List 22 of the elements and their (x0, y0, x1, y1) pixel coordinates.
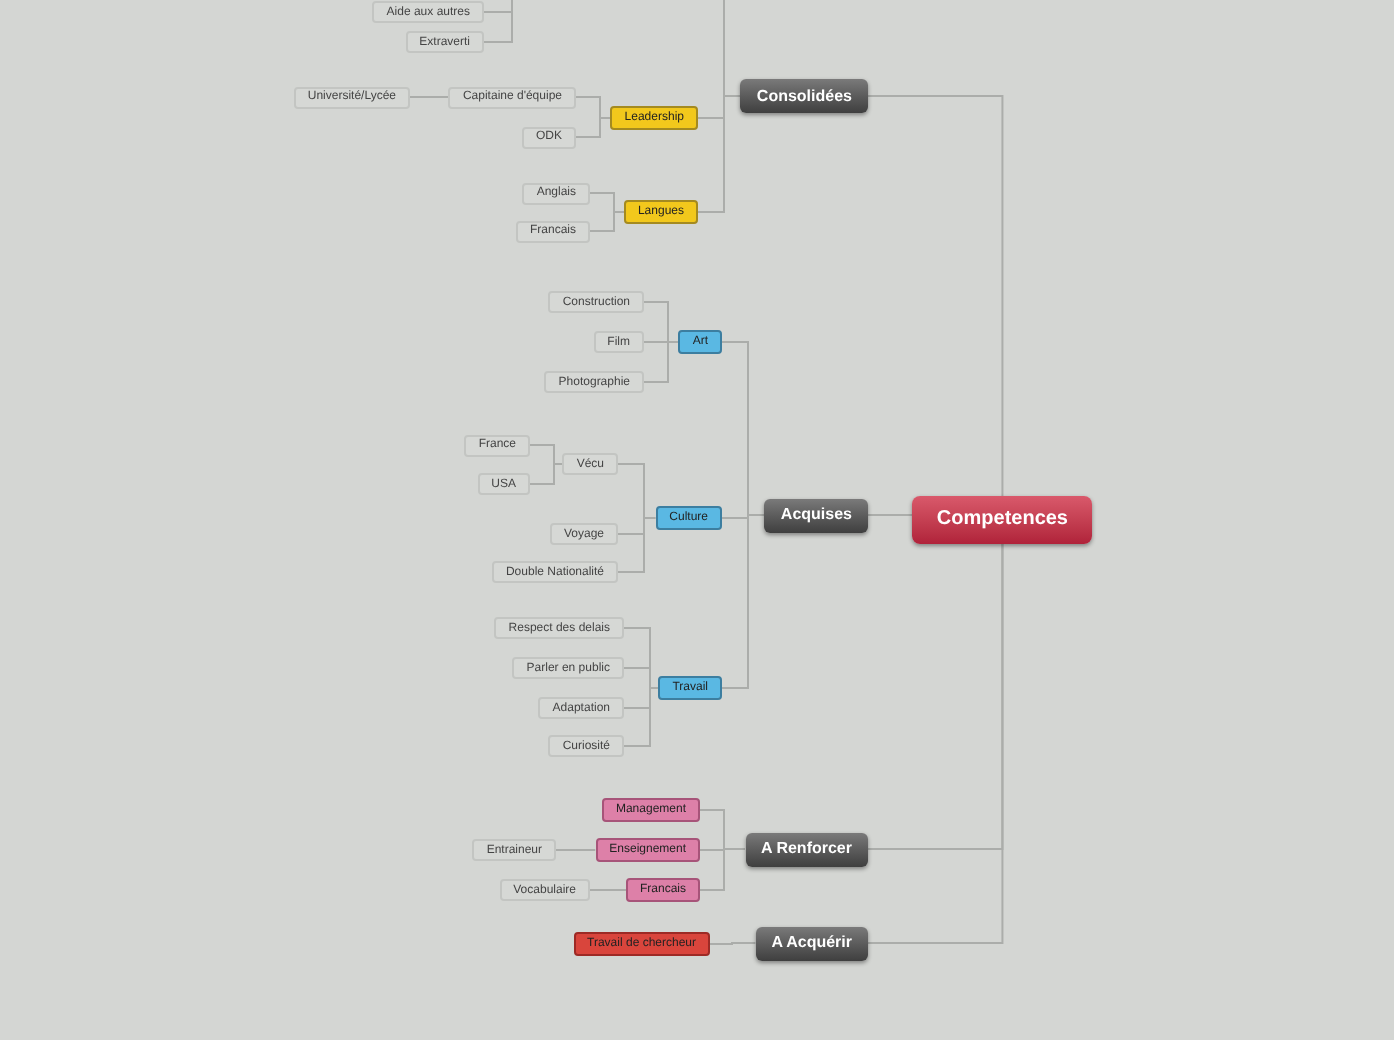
connector-line (589, 211, 625, 232)
main-topic: Consolidées (740, 79, 868, 113)
connector-line (643, 341, 680, 383)
connector-line (589, 889, 627, 891)
connector-line (867, 95, 1004, 497)
connector-line (721, 514, 766, 689)
connector-line (575, 117, 612, 138)
main-topic: A Acquérir (755, 926, 868, 960)
connector-line (697, 95, 742, 213)
main-topic: A Renforcer (745, 832, 868, 866)
connector-line (709, 942, 757, 945)
connector-line (623, 687, 660, 747)
connector-line (409, 96, 450, 98)
connector-line (867, 543, 1004, 944)
main-topic: Acquises (764, 498, 868, 532)
connector-line (529, 463, 564, 485)
central-topic: Competences (912, 496, 1092, 544)
connector-line (617, 517, 657, 573)
connector-line (867, 514, 914, 516)
connector-line (483, 0, 513, 43)
connector-line (555, 849, 597, 851)
connector-line (699, 848, 746, 891)
